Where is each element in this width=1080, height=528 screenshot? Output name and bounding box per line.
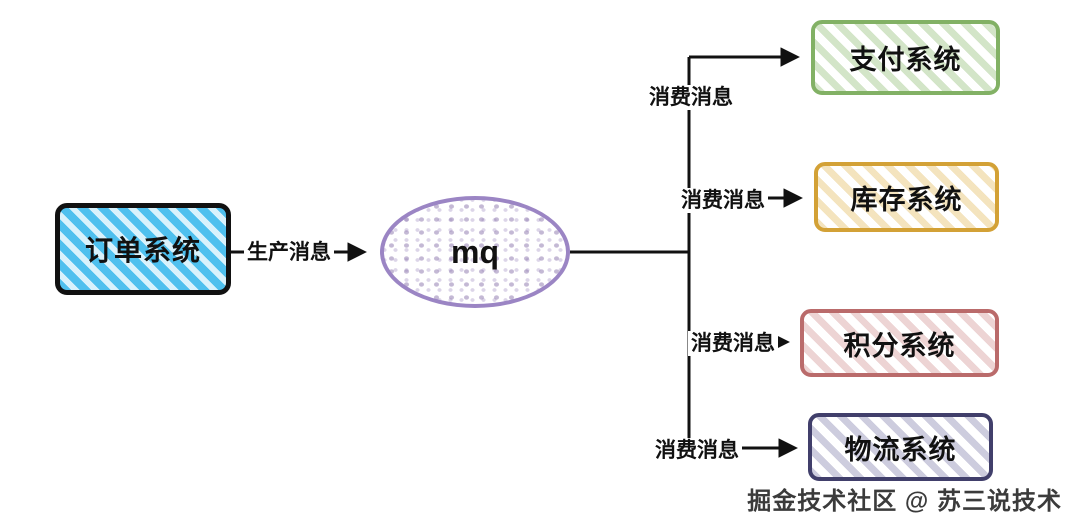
node-logistics-system: 物流系统 xyxy=(808,413,993,481)
node-mq: mq xyxy=(380,196,570,308)
watermark-text: 掘金技术社区 @ 苏三说技术 xyxy=(747,488,1062,515)
edge-label-consume-logistics: 消费消息 xyxy=(652,438,742,463)
node-mq-label: mq xyxy=(451,233,499,270)
node-order-system: 订单系统 xyxy=(55,203,231,295)
node-order-system-label: 订单系统 xyxy=(84,235,201,266)
node-inventory-system-label: 库存系统 xyxy=(850,184,963,215)
node-payment-system: 支付系统 xyxy=(811,20,1000,95)
node-logistics-system-label: 物流系统 xyxy=(844,434,957,465)
node-points-system: 积分系统 xyxy=(800,309,999,377)
node-points-system-label: 积分系统 xyxy=(843,330,956,361)
edge-label-consume-payment: 消费消息 xyxy=(646,85,736,110)
node-payment-system-label: 支付系统 xyxy=(849,45,962,75)
node-inventory-system: 库存系统 xyxy=(814,162,999,232)
edge-label-consume-points: 消费消息 xyxy=(688,331,778,356)
edge-label-produce: 生产消息 xyxy=(244,240,334,265)
edge-label-consume-inventory: 消费消息 xyxy=(678,188,768,213)
